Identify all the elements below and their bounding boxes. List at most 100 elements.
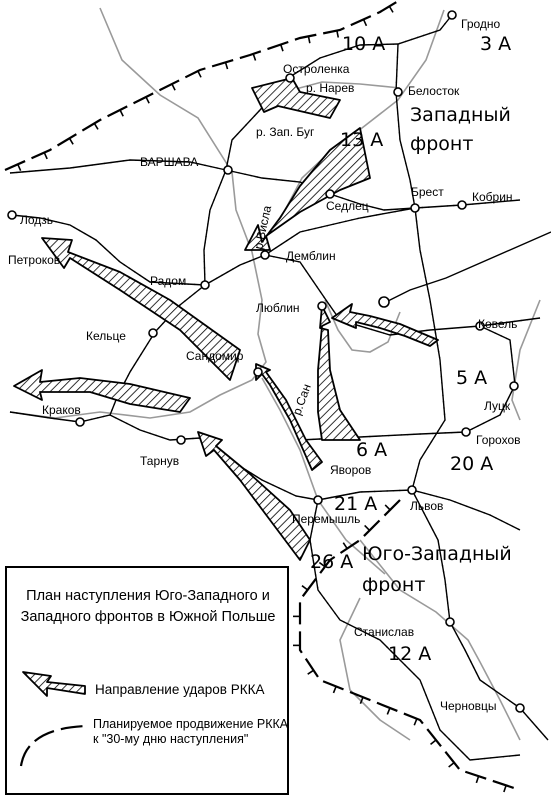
front-labels: Западный фронт Юго-Западный фронт (362, 104, 512, 596)
attack-arrow (255, 363, 323, 471)
town-marker (148, 328, 158, 338)
army-label: 10 А (342, 33, 385, 55)
city-label: Перемышль (292, 512, 360, 526)
town-marker (461, 427, 471, 437)
advance-line-tick (68, 137, 74, 145)
town-marker (393, 87, 403, 97)
rivers (9, 7, 541, 741)
rail-ties (9, 159, 227, 174)
advance-line-tick (384, 504, 391, 511)
town-marker (475, 321, 485, 331)
front-label: Юго-Западный (362, 543, 512, 565)
attack-arrow (317, 305, 361, 441)
river-label: р.Сан (290, 382, 314, 417)
city-label: Кельце (86, 329, 126, 343)
river-narev-line (291, 81, 401, 91)
advance-line-tick (413, 718, 418, 726)
river-lower-line (339, 597, 411, 741)
army-labels: 10 А 3 А 13 А 5 А 6 А 20 А 21 А 26 А 12 … (310, 33, 511, 665)
railways (9, 14, 551, 761)
advance-line-tick (279, 44, 284, 52)
rail-ties (309, 499, 521, 761)
town-marker (176, 435, 186, 445)
advance-line-north (4, 0, 401, 172)
river-label: р.Висла (251, 204, 274, 251)
legend-title: План наступления Юго-Западного и Западно… (20, 588, 276, 625)
river-dniestr-line (359, 539, 521, 741)
rail-ties (395, 43, 416, 209)
attack-arrow (251, 77, 341, 119)
attack-arrow (197, 431, 311, 561)
town-marker (313, 495, 323, 505)
army-label: 12 А (388, 643, 431, 665)
town-marker (75, 417, 85, 427)
advance-line-tick (252, 53, 257, 61)
rail-ties (11, 214, 206, 286)
army-label: 13 А (340, 129, 383, 151)
city-label: Люблин (256, 301, 300, 315)
advance-line-tick (332, 686, 337, 694)
town-marker (200, 280, 210, 290)
city-label: Демблин (286, 249, 336, 263)
advance-line-tick (388, 5, 394, 13)
town-marker (253, 367, 263, 377)
army-label: 5 А (456, 367, 487, 389)
rail-ties (411, 489, 451, 623)
attack-arrow (13, 369, 191, 413)
rail-ties (465, 325, 516, 433)
advance-line-tick (119, 109, 124, 117)
city-label: Радом (150, 274, 186, 288)
rail-ties (225, 169, 521, 211)
advance-line-tick (197, 70, 202, 78)
town-marker (410, 203, 420, 213)
river-label: р. Нарев (306, 81, 354, 95)
city-label: Брест (411, 185, 444, 199)
city-label: ВАРШАВА (140, 155, 198, 169)
river-vistula-line (9, 7, 267, 419)
river-label: р. Зап. Буг (256, 125, 315, 139)
advance-line-tick (224, 62, 229, 70)
advance-line-tick (17, 163, 22, 172)
city-label: Лодзь (20, 213, 53, 227)
rail-line (203, 169, 227, 286)
legend-advance-line-label: Планируемое продвижение РККА к "30-му дн… (93, 717, 289, 746)
advance-line-tick (430, 739, 437, 746)
advance-line-tick (93, 122, 99, 130)
town-marker (378, 296, 390, 308)
front-label: фронт (410, 133, 473, 155)
legend-attack-arrow-icon (22, 671, 86, 697)
advance-line-tick (307, 36, 311, 44)
attack-arrows (13, 77, 439, 561)
army-label: 20 А (450, 453, 493, 475)
front-label: Западный (410, 104, 511, 126)
town-marker (325, 189, 335, 199)
city-label: Тарнув (140, 454, 179, 468)
army-label: 26 А (310, 551, 353, 573)
advance-line-tick (301, 585, 309, 591)
city-label: Ковель (478, 317, 517, 331)
advance-line-tick (145, 96, 150, 104)
advance-line-tick (475, 775, 480, 784)
city-label: Луцк (484, 399, 511, 413)
advance-line-tick (364, 524, 371, 531)
city-label: Горохов (476, 433, 521, 447)
rail-line (264, 207, 416, 256)
army-label: 3 А (480, 33, 511, 55)
town-marker (7, 210, 17, 220)
front-label: фронт (362, 574, 425, 596)
city-label: Белосток (408, 84, 460, 98)
advance-line-tick (336, 30, 340, 38)
city-label: Сандомир (186, 349, 244, 363)
rail-ties (203, 169, 227, 286)
attack-arrow (244, 127, 371, 251)
legend-advance-line-icon (19, 724, 88, 767)
town-marker (445, 617, 455, 627)
rail-ties (325, 299, 541, 336)
army-label: 21 А (334, 493, 377, 515)
town-marker (285, 73, 295, 83)
river-east-line (511, 299, 541, 421)
town-marker (509, 381, 519, 391)
town-marker (457, 200, 467, 210)
city-label: Петроков (8, 253, 60, 267)
rail-line (309, 499, 521, 761)
